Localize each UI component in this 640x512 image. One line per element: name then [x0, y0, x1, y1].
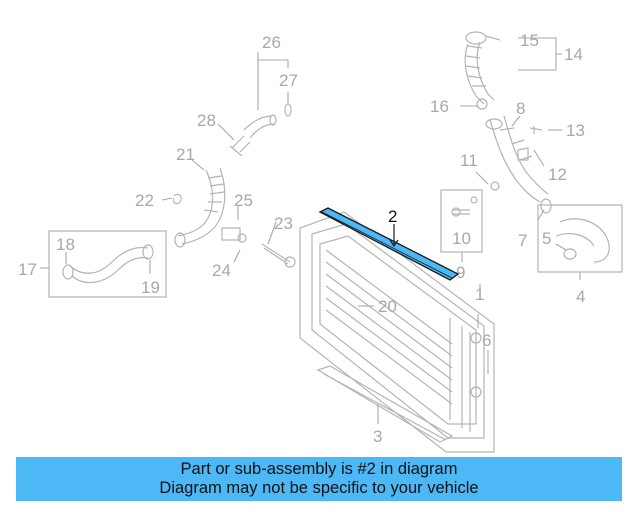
callout-9: 9	[456, 263, 465, 282]
bottom-air-guide	[316, 365, 454, 443]
callout-3: 3	[373, 427, 382, 446]
banner-line-1: Part or sub-assembly is #2 in diagram	[180, 460, 458, 478]
callout-26: 26	[262, 33, 281, 52]
info-banner: Part or sub-assembly is #2 in diagram Di…	[16, 457, 622, 501]
callout-18: 18	[56, 235, 75, 254]
callout-20: 20	[378, 297, 397, 316]
hose-assembly-17	[48, 230, 167, 298]
callout-17: 17	[18, 260, 37, 279]
callout-27: 27	[279, 71, 298, 90]
parts-diagram: 26 27 28 21 22 25 23 24 18 17 19 20 2 1 …	[18, 31, 623, 453]
callout-23: 23	[274, 214, 293, 233]
callout-13: 13	[566, 121, 585, 140]
callout-2: 2	[388, 207, 397, 226]
leader-lines	[40, 37, 581, 424]
callout-25: 25	[234, 191, 253, 210]
callout-labels: 26 27 28 21 22 25 23 24 18 17 19 20 2 1 …	[18, 31, 585, 446]
callout-11: 11	[460, 151, 478, 170]
callout-8: 8	[516, 99, 525, 118]
callout-1: 1	[475, 285, 484, 304]
callout-19: 19	[141, 278, 160, 297]
callout-28: 28	[197, 111, 216, 130]
highlighted-seal-strip	[318, 207, 460, 281]
callout-21: 21	[176, 145, 195, 164]
left-charge-pipe	[172, 103, 296, 268]
callout-22: 22	[135, 191, 154, 210]
callout-16: 16	[430, 97, 449, 116]
banner-line-2: Diagram may not be specific to your vehi…	[159, 479, 479, 497]
callout-10: 10	[452, 229, 471, 248]
callout-4: 4	[576, 287, 585, 306]
callout-24: 24	[212, 261, 231, 280]
part-2-seal	[318, 207, 460, 281]
callout-6: 6	[482, 331, 491, 350]
callout-14: 14	[564, 45, 583, 64]
callout-15: 15	[520, 31, 539, 50]
callout-12: 12	[548, 165, 567, 184]
right-charge-pipes	[464, 31, 552, 214]
callout-5: 5	[542, 229, 551, 248]
callout-7: 7	[518, 231, 527, 250]
